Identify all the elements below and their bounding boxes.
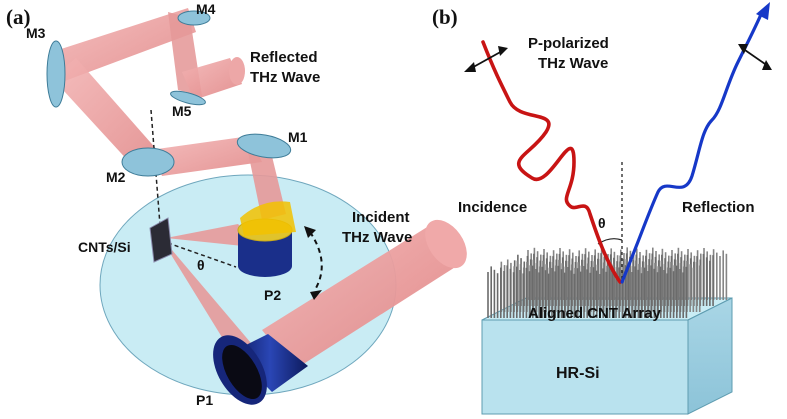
- polarization-arrow-incident: [464, 46, 508, 72]
- label-substrate: HR-Si: [556, 365, 600, 382]
- panel-b: (b) P-polarized THz Wave Incidence Refle…: [432, 2, 772, 415]
- rotation-arrow: [309, 231, 323, 289]
- beam-reflected-out: [182, 58, 242, 100]
- panel-a: (a) M3 M4 Reflected THz Wave M5 M1 M2 In…: [6, 1, 467, 408]
- label-incidence: Incidence: [458, 199, 527, 216]
- panel-b-tag: (b): [432, 5, 458, 29]
- label-m4: M4: [196, 1, 216, 17]
- label-p2: P2: [264, 287, 281, 303]
- label-reflection: Reflection: [682, 199, 755, 216]
- polarizer-p2: [237, 201, 296, 277]
- polarization-arrow-reflected: [738, 44, 772, 70]
- substrate-side: [687, 297, 733, 415]
- beam-m3-m2: [52, 58, 166, 176]
- beam-incident-end: [425, 219, 467, 269]
- rotation-arrow-head-top: [304, 226, 316, 238]
- sample-cnts-si: [149, 217, 173, 263]
- mirror-m1: [236, 133, 292, 159]
- label-polarization-line2: THz Wave: [538, 55, 608, 72]
- label-theta-b: θ: [598, 215, 606, 231]
- mirror-m4: [177, 10, 211, 26]
- beam-sample-p1: [162, 240, 262, 360]
- label-incident-line1: Incident: [352, 209, 410, 226]
- label-incident-line2: THz Wave: [342, 229, 412, 246]
- mirror-m3: [46, 40, 66, 108]
- rotation-arrow-head-bottom: [310, 290, 322, 300]
- reflected-wave: [620, 10, 764, 284]
- label-sample: CNTs/Si: [78, 239, 131, 255]
- incident-wave: [481, 40, 622, 284]
- label-m2: M2: [106, 169, 126, 185]
- label-polarization-line1: P-polarized: [528, 35, 609, 52]
- beam-m2-m1: [150, 136, 262, 176]
- label-p1: P1: [196, 392, 213, 408]
- mirror-m5: [170, 90, 206, 106]
- polarizer-p1: [213, 334, 308, 405]
- sample-normal-line: [167, 242, 237, 268]
- label-m1: M1: [288, 129, 308, 145]
- label-m3: M3: [26, 25, 46, 41]
- beam-reflected-end: [229, 57, 245, 85]
- mirror-m2: [121, 147, 175, 177]
- label-array: Aligned CNT Array: [528, 305, 661, 322]
- label-m5: M5: [172, 103, 192, 119]
- label-theta-a: θ: [197, 257, 205, 273]
- reflected-arrow-head: [756, 2, 770, 20]
- beam-m3-m4: [58, 8, 196, 82]
- beam-incident: [262, 224, 460, 370]
- label-reflected-line1: Reflected: [250, 49, 318, 66]
- panel-a-tag: (a): [6, 5, 31, 29]
- label-reflected-line2: THz Wave: [250, 69, 320, 86]
